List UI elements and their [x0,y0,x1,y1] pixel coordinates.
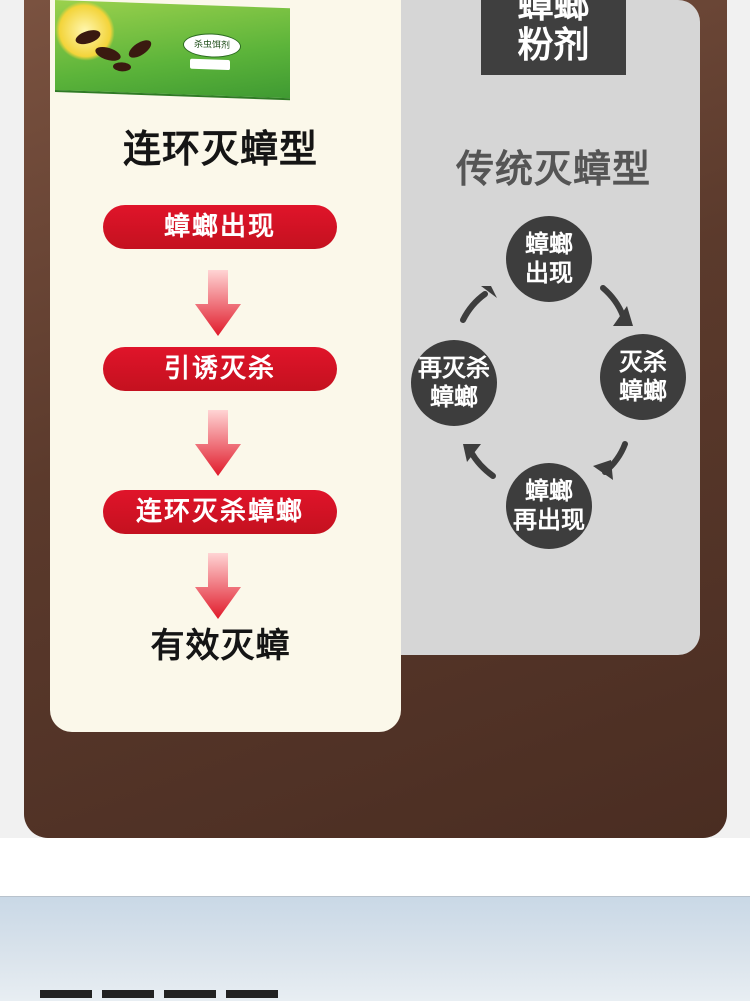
cycle-node-1-line1: 蟑螂 [525,230,573,259]
down-arrow-icon [195,410,241,476]
next-section-banner [0,896,750,1001]
right-title: 传统灭蟑型 [455,147,651,191]
cockroach-icon [113,62,131,72]
step-pill-1: 蟑螂出现 [103,205,337,249]
cycle-node-4-line2: 蟑螂 [430,383,478,411]
next-section-heading-cutoff [40,990,300,1000]
cycle-node-1-line2: 出现 [525,259,573,287]
cycle-node-2: 灭杀 蟑螂 [600,334,686,420]
cycle-node-3: 蟑螂 再出现 [506,463,592,549]
cycle-node-4-line1: 再灭杀 [418,354,490,383]
product-image: 杀虫饵剂 [55,0,290,101]
left-title: 连环灭蟑型 [122,127,318,171]
left-result: 有效灭蟑 [150,626,291,666]
product-label: 杀虫饵剂 [183,32,241,59]
powder-tag: 蟑螂 粉剂 [481,0,626,75]
curved-arrow-icon [600,285,626,319]
step-pill-2: 引诱灭杀 [103,347,337,391]
curved-arrow-icon [468,449,496,479]
down-arrow-icon [195,270,241,336]
product-strip [190,58,230,71]
section-divider [0,838,750,896]
powder-tag-line2: 粉剂 [517,25,590,66]
cycle-node-2-line1: 灭杀 [619,348,667,377]
down-arrow-icon [195,553,241,619]
cycle-node-4: 再灭杀 蟑螂 [411,340,497,426]
cycle-node-3-line2: 再出现 [513,506,585,534]
powder-tag-line1: 蟑螂 [517,0,590,26]
curved-arrow-icon [460,291,488,323]
cycle-node-1: 蟑螂 出现 [506,216,592,302]
cycle-node-2-line2: 蟑螂 [619,377,667,405]
step-pill-3: 连环灭杀蟑螂 [103,490,337,534]
cycle-arrows [460,285,633,480]
cockroach-icon [125,36,155,62]
cycle-node-3-line1: 蟑螂 [525,477,573,506]
